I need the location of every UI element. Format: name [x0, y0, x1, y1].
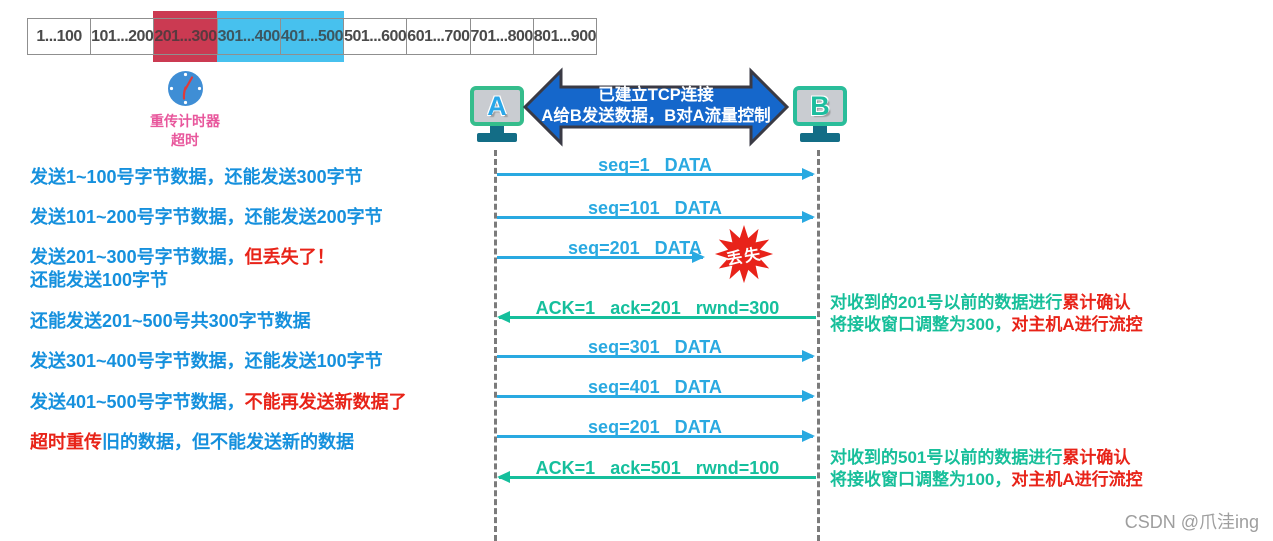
message-arrow-left — [497, 311, 816, 323]
message-label: seq=1 DATA — [598, 155, 712, 175]
note-text: 发送101~200号字节数据，还能发送200字节 — [30, 207, 383, 227]
lost-burst-icon — [714, 224, 774, 284]
window-cell: 701...800 — [470, 19, 534, 54]
host-b-icon: B — [790, 86, 850, 142]
message-arrow-lost — [497, 251, 705, 263]
arrowhead-icon — [802, 350, 815, 362]
monitor-screen: B — [793, 86, 847, 126]
message-label: seq=201 DATA — [588, 417, 722, 437]
right-note-1: 对收到的201号以前的数据进行累计确认 将接收窗口调整为300，对主机A进行流控 — [830, 292, 1143, 336]
note-text: 对收到的201号以前的数据进行 — [830, 293, 1063, 312]
note-text: 还能发送100字节 — [30, 270, 169, 290]
message-label: seq=401 DATA — [588, 377, 722, 397]
left-note-3: 发送201~300号字节数据，但丢失了！ — [30, 243, 335, 269]
monitor-base — [800, 133, 840, 142]
monitor-screen: A — [470, 86, 524, 126]
monitor-neck — [490, 126, 504, 133]
note-text-alert: 对主机A进行流控 — [1011, 315, 1143, 334]
note-text: 发送1~100号字节数据，还能发送300字节 — [30, 167, 363, 187]
clock-icon — [168, 71, 203, 106]
window-cell: 801...900 — [533, 19, 597, 54]
left-note-1: 发送1~100号字节数据，还能发送300字节 — [30, 163, 363, 189]
message-label: ACK=1 ack=201 rwnd=300 — [535, 298, 780, 318]
lifeline-b — [817, 150, 820, 541]
right-note-line: 对收到的501号以前的数据进行累计确认 — [830, 447, 1143, 469]
window-cell: 601...700 — [407, 19, 471, 54]
left-note-4: 还能发送100字节 — [30, 266, 168, 292]
note-text-alert: 不能再发送新数据了 — [244, 392, 407, 412]
note-text-alert: 累计确认 — [1062, 293, 1131, 312]
arrowhead-icon — [802, 430, 815, 442]
banner-text: 已建立TCP连接 A给B发送数据，B对A流量控制 — [534, 85, 778, 127]
message-label: seq=301 DATA — [588, 337, 722, 357]
message-arrow-right — [497, 390, 815, 402]
message-arrow-right — [497, 430, 815, 442]
window-cell: 501...600 — [344, 19, 408, 54]
note-text-alert: 但丢失了！ — [244, 247, 335, 267]
message-label: seq=201 DATA — [568, 238, 702, 258]
window-highlight-lost — [153, 11, 217, 62]
message-arrow-right — [497, 350, 815, 362]
note-text: 将接收窗口调整为100， — [830, 470, 1012, 489]
right-note-line: 将接收窗口调整为100，对主机A进行流控 — [830, 469, 1143, 491]
host-a-label: A — [487, 90, 507, 121]
window-cell: 101...200 — [91, 19, 155, 54]
note-text: 将接收窗口调整为300， — [830, 315, 1012, 334]
note-text: 旧的数据，但不能发送新的数据 — [102, 432, 354, 452]
arrowhead-icon — [802, 168, 815, 180]
right-note-line: 对收到的201号以前的数据进行累计确认 — [830, 292, 1143, 314]
message-label: seq=101 DATA — [588, 198, 722, 218]
arrowhead-icon — [692, 251, 705, 263]
monitor-base — [477, 133, 517, 142]
left-note-7: 发送401~500号字节数据，不能再发送新数据了 — [30, 388, 407, 414]
monitor-neck — [813, 126, 827, 133]
left-note-2: 发送101~200号字节数据，还能发送200字节 — [30, 203, 383, 229]
left-note-8: 超时重传旧的数据，但不能发送新的数据 — [30, 428, 354, 454]
banner-arrow — [522, 67, 790, 147]
arrowhead-icon — [802, 390, 815, 402]
message-label: ACK=1 ack=501 rwnd=100 — [535, 458, 780, 478]
note-text: 发送201~300号字节数据， — [30, 247, 245, 267]
watermark: CSDN @爪洼ing — [1124, 512, 1259, 532]
message-arrow-right — [497, 168, 815, 180]
note-text-alert: 对主机A进行流控 — [1011, 470, 1143, 489]
note-text: 还能发送201~500号共300字节数据 — [30, 311, 311, 331]
host-a-icon: A — [467, 86, 527, 142]
window-cell: 1...100 — [28, 19, 92, 54]
lifeline-a — [494, 150, 497, 541]
arrowhead-icon — [497, 471, 510, 483]
note-text: 发送401~500号字节数据， — [30, 392, 245, 412]
note-text: 发送301~400号字节数据，还能发送100字节 — [30, 351, 383, 371]
message-arrow-left — [497, 471, 816, 483]
note-text: 对收到的501号以前的数据进行 — [830, 448, 1063, 467]
note-text-alert: 超时重传 — [30, 432, 102, 452]
timer-label-line1: 重传计时器 — [150, 113, 220, 129]
note-text-alert: 累计确认 — [1062, 448, 1131, 467]
right-note-2: 对收到的501号以前的数据进行累计确认 将接收窗口调整为100，对主机A进行流控 — [830, 447, 1143, 491]
right-note-line: 将接收窗口调整为300，对主机A进行流控 — [830, 314, 1143, 336]
byte-window-bar: 1...100 101...200 201...300 301...400 40… — [27, 18, 597, 55]
banner-line1: 已建立TCP连接 — [598, 86, 714, 104]
message-arrow-right — [497, 211, 815, 223]
timer-label-line2: 超时 — [171, 132, 199, 148]
host-b-label: B — [810, 90, 830, 121]
arrowhead-icon — [802, 211, 815, 223]
window-cell-sent: 301...400 — [218, 19, 281, 54]
window-cell-sent: 401...500 — [281, 19, 345, 54]
left-note-6: 发送301~400号字节数据，还能发送100字节 — [30, 347, 383, 373]
banner-line2: A给B发送数据，B对A流量控制 — [541, 107, 771, 125]
arrowhead-icon — [497, 311, 510, 323]
left-note-5: 还能发送201~500号共300字节数据 — [30, 307, 311, 333]
window-cell-lost: 201...300 — [154, 19, 218, 54]
